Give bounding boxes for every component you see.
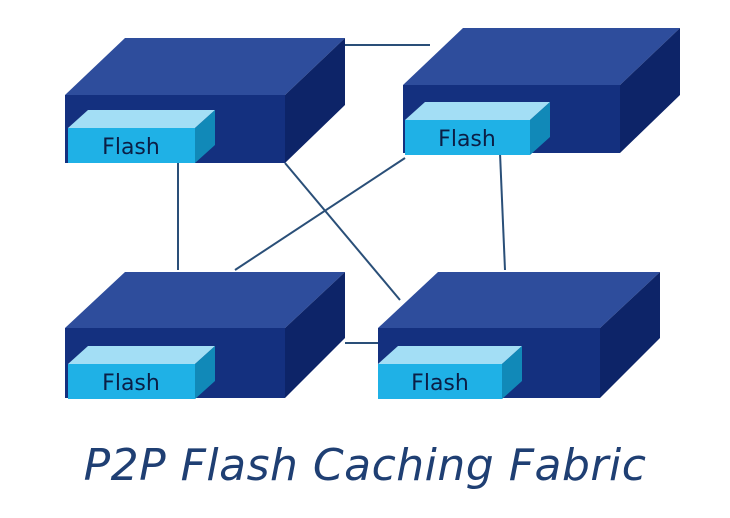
node-bottom-right: Flash [378, 272, 660, 399]
flash-side-face [530, 102, 550, 155]
flash-module: Flash [68, 110, 215, 163]
box-side-face [285, 272, 345, 398]
link-top-left-bottom-right [284, 162, 401, 301]
box-top-face [378, 272, 660, 328]
flash-label: Flash [102, 371, 160, 396]
connection-links [177, 44, 506, 344]
flash-module: Flash [68, 346, 215, 399]
box-top-face [65, 38, 345, 95]
node-top-right: Flash [403, 28, 680, 155]
flash-top-face [68, 346, 215, 364]
link-top-right-bottom-left [234, 157, 406, 271]
box-side-face [620, 28, 680, 153]
flash-top-face [405, 102, 550, 120]
box-side-face [600, 272, 660, 398]
node-bottom-left: Flash [65, 272, 345, 399]
box-top-face [65, 272, 345, 328]
flash-top-face [378, 346, 522, 364]
diagram-caption: P2P Flash Caching Fabric [83, 440, 647, 491]
flash-front-face [378, 364, 502, 399]
box-side-face [285, 38, 345, 163]
flash-label: Flash [438, 127, 496, 152]
flash-front-face [68, 364, 195, 399]
flash-front-face [68, 128, 195, 163]
flash-side-face [502, 346, 522, 399]
flash-module: Flash [405, 102, 550, 155]
node-top-left: Flash [65, 38, 345, 163]
flash-label: Flash [411, 371, 469, 396]
flash-side-face [195, 346, 215, 399]
flash-module: Flash [378, 346, 522, 399]
flash-label: Flash [102, 135, 160, 160]
flash-front-face [405, 120, 530, 155]
box-top-face [403, 28, 680, 85]
flash-top-face [68, 110, 215, 128]
link-top-right-bottom-right [499, 152, 506, 271]
flash-side-face [195, 110, 215, 163]
